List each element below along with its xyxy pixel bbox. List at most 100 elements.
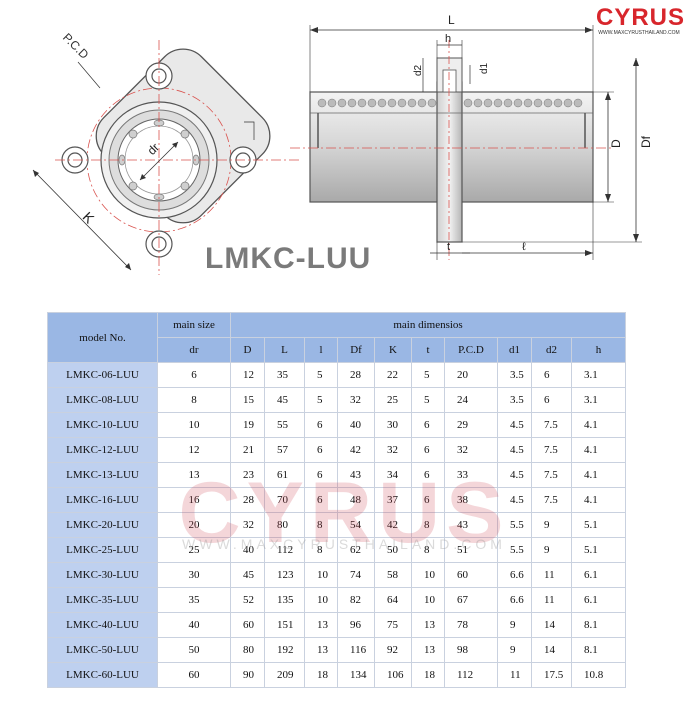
Df-label: Df (639, 135, 653, 148)
dimension-cell: 9 (497, 612, 532, 638)
model-cell: LMKC-16-LUU (47, 487, 158, 513)
dimension-cell: 13 (411, 637, 445, 663)
dimension-cell: 45 (230, 562, 265, 588)
dimension-cell: 20 (444, 362, 498, 388)
front-view (32, 40, 300, 275)
dr-cell: 40 (157, 612, 231, 638)
col-header-L: L (264, 337, 305, 363)
model-cell: LMKC-12-LUU (47, 437, 158, 463)
D-label: D (609, 139, 623, 148)
dimension-cell: 5 (304, 387, 338, 413)
dr-cell: 35 (157, 587, 231, 613)
dr-cell: 6 (157, 362, 231, 388)
model-cell: LMKC-10-LUU (47, 412, 158, 438)
dimension-cell: 6 (304, 412, 338, 438)
dimension-cell: 14 (531, 612, 572, 638)
dimension-cell: 9 (531, 537, 572, 563)
model-cell: LMKC-60-LUU (47, 662, 158, 688)
dimension-cell: 13 (411, 612, 445, 638)
dimension-cell: 3.5 (497, 362, 532, 388)
model-cell: LMKC-20-LUU (47, 512, 158, 538)
dimension-cell: 8 (304, 537, 338, 563)
dr-cell: 12 (157, 437, 231, 463)
dr-header: dr (157, 337, 231, 363)
dimension-cell: 61 (264, 462, 305, 488)
dimension-cell: 32 (374, 437, 412, 463)
dimension-cell: 5 (304, 362, 338, 388)
dimension-cell: 60 (230, 612, 265, 638)
dimension-cell: 34 (374, 462, 412, 488)
dimension-cell: 28 (230, 487, 265, 513)
dimension-cell: 40 (230, 537, 265, 563)
dimension-cell: 74 (337, 562, 375, 588)
dimension-cell: 10 (304, 562, 338, 588)
dimension-cell: 3.1 (570, 387, 627, 413)
dimension-cell: 48 (337, 487, 375, 513)
dimension-cell: 8.1 (570, 637, 627, 663)
dimension-cell: 96 (337, 612, 375, 638)
dimension-cell: 6.1 (570, 562, 627, 588)
l-label: ℓ (522, 241, 526, 253)
dimension-cell: 80 (230, 637, 265, 663)
dimension-cell: 134 (337, 662, 375, 688)
dimension-cell: 14 (531, 637, 572, 663)
dimension-cell: 51 (444, 537, 498, 563)
dimension-cell: 28 (337, 362, 375, 388)
dimension-cell: 8 (411, 537, 445, 563)
dimension-cell: 4.1 (570, 437, 627, 463)
dimension-cell: 60 (444, 562, 498, 588)
dr-cell: 16 (157, 487, 231, 513)
dimension-cell: 70 (264, 487, 305, 513)
dimension-cell: 6 (304, 437, 338, 463)
product-title: LMKC-LUU (205, 242, 372, 275)
col-header-K: K (374, 337, 412, 363)
dimension-cell: 11 (497, 662, 532, 688)
model-cell: LMKC-06-LUU (47, 362, 158, 388)
dimension-cell: 54 (337, 512, 375, 538)
dimension-cell: 8.1 (570, 612, 627, 638)
dimension-cell: 22 (374, 362, 412, 388)
dimension-cell: 112 (444, 662, 498, 688)
col-header-t: t (411, 337, 445, 363)
dimension-cell: 29 (444, 412, 498, 438)
dimension-cell: 80 (264, 512, 305, 538)
model-cell: LMKC-40-LUU (47, 612, 158, 638)
dimension-cell: 82 (337, 587, 375, 613)
L-label: L (448, 13, 455, 27)
dimension-cell: 6 (411, 412, 445, 438)
col-header-D: D (230, 337, 265, 363)
main-dims-header: main dimensios (229, 312, 627, 338)
col-header-d2: d2 (531, 337, 572, 363)
dimension-cell: 8 (304, 512, 338, 538)
dimension-cell: 21 (230, 437, 265, 463)
dimension-cell: 112 (264, 537, 305, 563)
dimension-cell: 38 (444, 487, 498, 513)
spec-table: model No. main size main dimensios dr D … (47, 312, 627, 688)
dimension-cell: 75 (374, 612, 412, 638)
dimension-cell: 57 (264, 437, 305, 463)
dimension-cell: 7.5 (531, 487, 572, 513)
technical-drawing: P.C.D dr K (32, 13, 653, 275)
dimension-cell: 123 (264, 562, 305, 588)
dimension-cell: 6 (411, 437, 445, 463)
dimension-cell: 24 (444, 387, 498, 413)
dimension-cell: 30 (374, 412, 412, 438)
dr-cell: 13 (157, 462, 231, 488)
dimension-cell: 7.5 (531, 437, 572, 463)
dimension-cell: 6 (531, 387, 572, 413)
col-header-Df: Df (337, 337, 375, 363)
dimension-cell: 192 (264, 637, 305, 663)
dimension-cell: 6.1 (570, 587, 627, 613)
dimension-cell: 17.5 (531, 662, 572, 688)
dr-cell: 10 (157, 412, 231, 438)
